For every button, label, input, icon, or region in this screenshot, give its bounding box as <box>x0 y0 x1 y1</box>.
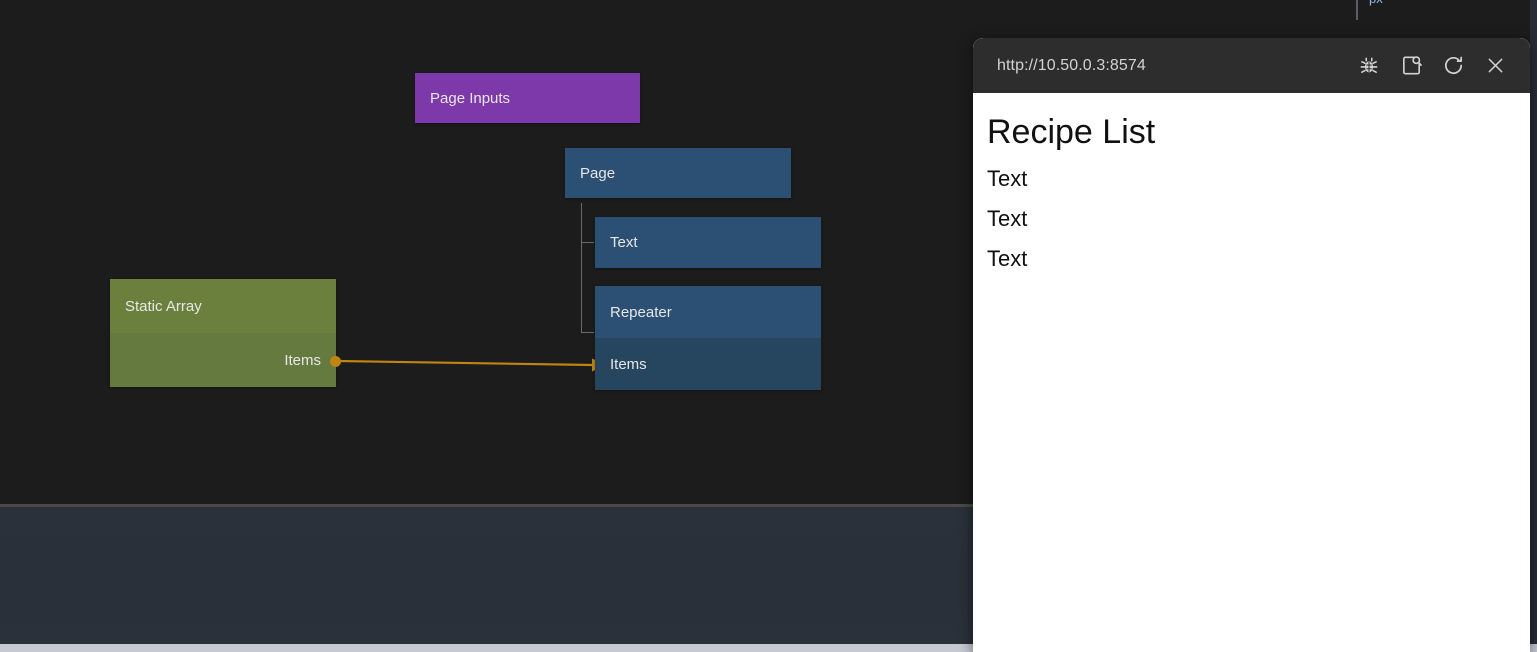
canvas-panel-divider[interactable] <box>0 504 1537 507</box>
node-title: Static Array <box>110 279 336 333</box>
page-title: Recipe List <box>987 113 1156 151</box>
list-item: Text <box>987 166 1028 192</box>
list-item: Text <box>987 206 1028 232</box>
node-repeater[interactable]: Repeater Items <box>595 286 821 390</box>
preview-content: Recipe List Text Text Text <box>973 93 1530 652</box>
debug-icon[interactable] <box>1348 46 1390 86</box>
node-port-items-output[interactable]: Items <box>110 333 336 387</box>
node-text[interactable]: Text <box>595 217 821 268</box>
preview-titlebar[interactable]: http://10.50.0.3:8574 <box>973 38 1530 93</box>
close-icon[interactable] <box>1474 46 1516 86</box>
right-rail-divider <box>1356 0 1358 20</box>
node-title: Repeater <box>595 286 821 338</box>
node-title: Page <box>565 148 791 198</box>
tree-connector-vertical <box>581 203 582 333</box>
port-label: Items <box>610 355 647 373</box>
unit-label: px <box>1369 0 1383 6</box>
node-static-array[interactable]: Static Array Items <box>110 279 336 387</box>
port-label: Items <box>284 351 321 369</box>
node-title: Page Inputs <box>430 89 511 107</box>
preview-url-text[interactable]: http://10.50.0.3:8574 <box>997 56 1146 74</box>
preview-window: http://10.50.0.3:8574 <box>973 38 1530 652</box>
tree-connector-stub-repeater <box>581 332 594 333</box>
tree-connector-stub-text <box>581 242 594 243</box>
list-item: Text <box>987 246 1028 272</box>
node-port-items-input[interactable]: Items <box>595 338 821 390</box>
node-page[interactable]: Page <box>565 148 791 198</box>
reload-icon[interactable] <box>1432 46 1474 86</box>
node-page-inputs[interactable]: Page Inputs <box>415 73 640 123</box>
bottom-scrollbar-strip[interactable] <box>0 644 1537 652</box>
editor-right-edge <box>1530 0 1537 644</box>
wire-static-array-to-repeater <box>337 359 593 367</box>
output-port-dot[interactable] <box>330 356 341 367</box>
inspect-icon[interactable] <box>1390 46 1432 86</box>
node-title: Text <box>595 217 821 268</box>
